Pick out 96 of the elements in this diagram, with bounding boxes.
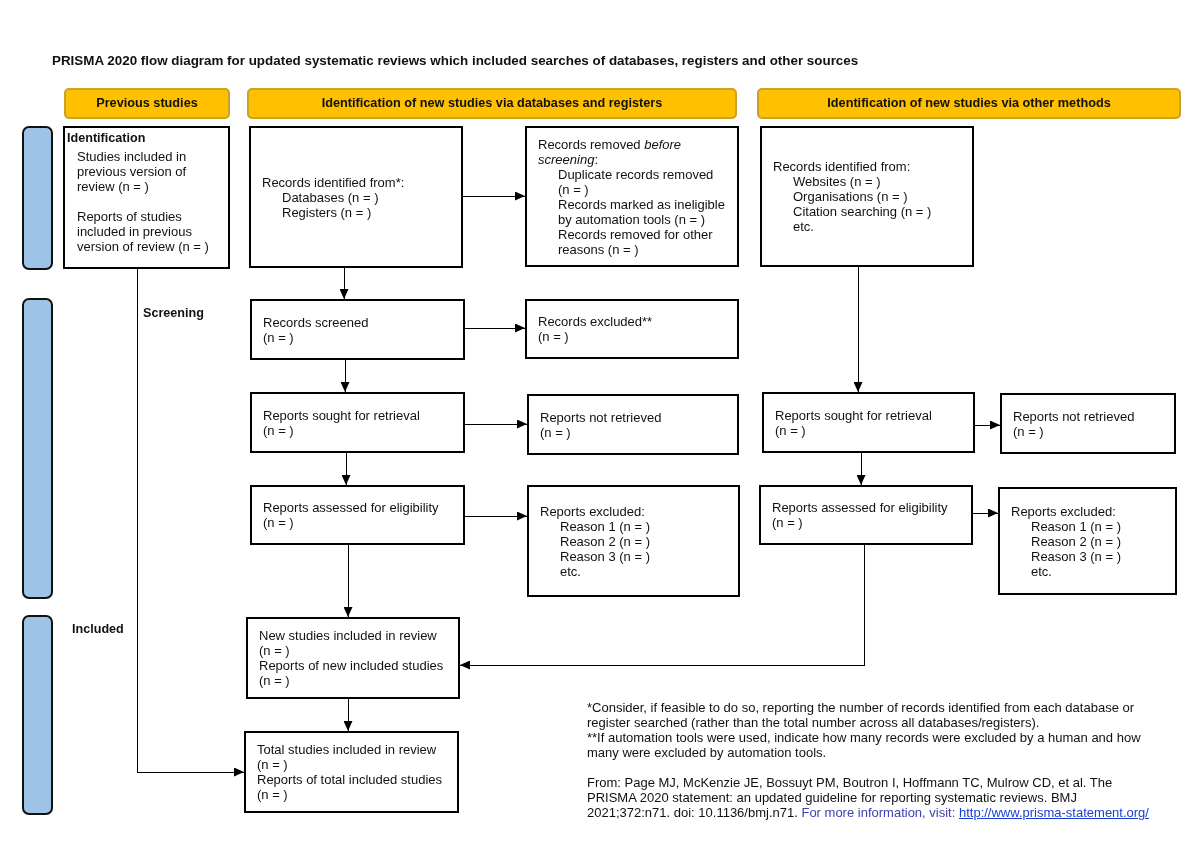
box-text: (n = ) [257, 757, 288, 772]
list-item: Reason 3 (n = ) [1031, 548, 1121, 564]
arrow [464, 419, 528, 429]
arrow [459, 544, 865, 670]
list-item: Records removed for other reasons (n = ) [558, 226, 714, 257]
process-box [249, 126, 463, 268]
arrow [462, 191, 526, 201]
process-box [759, 485, 973, 545]
header-text: Previous studies [96, 96, 198, 111]
arrow [136, 268, 245, 777]
citation-text: From: Page MJ, McKenzie JE, Bossuyt PM, Boutron I, Hoffmann TC, Mulrow CD, et al. The PRISMA 2020 statement: an updated guideline for reporting systematic reviews. BMJ 2021;372:n71. doi: 10.1136/bmj.n71. For more information, visit: http://www.prisma-statement.org/ [587, 775, 1150, 820]
list-item: etc. [1031, 563, 1052, 579]
arrow [972, 508, 999, 518]
process-box [1000, 393, 1176, 454]
list-item: Records marked as ineligible by automation tools (n = ) [558, 196, 726, 227]
process-box [762, 392, 975, 453]
box-text: Reports not retrieved [540, 409, 662, 425]
section-header [757, 88, 1181, 119]
header-text: Identification of new studies via databases and registers [321, 96, 663, 111]
list-item: Reason 1 (n = ) [1031, 518, 1121, 534]
process-box [527, 485, 740, 597]
phase-bar [22, 126, 53, 270]
arrow [464, 511, 528, 521]
box-text: (n = ) [259, 673, 290, 688]
box-text: (n = ) [772, 515, 803, 530]
footnote: *Consider, if feasible to do so, reporting the number of records identified from each database or register searched (rather than the total number across all databases/registers). [587, 700, 1136, 730]
phase-label: Included [72, 622, 124, 637]
box-text: New studies included in review [259, 628, 437, 643]
phase-bar [22, 615, 53, 815]
process-box [250, 299, 465, 360]
footnote: **If automation tools were used, indicate how many records were excluded by a human and how many were excluded by automation tools. [587, 730, 1142, 760]
box-text: Records identified from: [773, 159, 911, 174]
list-item: Duplicate records removed (n = ) [558, 166, 715, 197]
box-text: Reports sought for retrieval [775, 407, 932, 423]
box-text: (n = ) [263, 422, 294, 438]
list-item: Reason 1 (n = ) [560, 518, 650, 534]
list-item: etc. [560, 563, 581, 579]
list-item: Reason 2 (n = ) [560, 533, 650, 549]
process-box [250, 485, 465, 545]
box-text: Reports excluded: [1011, 503, 1116, 519]
process-box [998, 487, 1177, 595]
box-text: Reports assessed for eligibility [263, 500, 439, 515]
box-text: (n = ) [540, 424, 571, 440]
process-box [525, 299, 739, 359]
list-item: Organisations (n = ) [793, 189, 908, 204]
box-text: Reports of new included studies [259, 658, 444, 673]
process-box [527, 394, 739, 455]
arrow [974, 420, 1001, 430]
box-text: Reports of total included studies [257, 772, 442, 787]
arrow [340, 359, 350, 393]
list-item: Reason 2 (n = ) [1031, 533, 1121, 549]
box-text: (n = ) [263, 329, 294, 345]
arrow [343, 698, 353, 732]
section-header [247, 88, 737, 119]
box-text: (n = ) [257, 787, 288, 802]
diagram-title: PRISMA 2020 flow diagram for updated systematic reviews which included searches of databases, registers and other sources [52, 53, 859, 69]
box-text: Reports sought for retrieval [263, 407, 420, 423]
box-text: Records excluded** [538, 314, 653, 329]
arrow [341, 452, 351, 486]
phase-label: Identification [67, 131, 146, 146]
box-text: (n = ) [263, 515, 294, 530]
box-text: Reports of studies included in previous version of review (n = ) [77, 209, 210, 254]
process-box [246, 617, 460, 699]
box-text: Records removed before screening: [538, 136, 683, 167]
box-text: Total studies included in review [257, 742, 437, 757]
list-item: etc. [793, 219, 814, 234]
box-text: Reports assessed for eligibility [772, 500, 948, 515]
arrow [856, 452, 866, 486]
process-box [244, 731, 459, 813]
web-link: http://www.prisma-statement.org/ [958, 805, 1149, 820]
arrow [339, 267, 349, 300]
list-item: Registers (n = ) [282, 204, 372, 220]
box-text: Reports not retrieved [1013, 408, 1135, 424]
box-text: Records identified from*: [262, 174, 405, 190]
box-text: Records screened [263, 314, 369, 330]
box-text: Reports excluded: [540, 503, 645, 519]
phase-bar [22, 298, 53, 599]
list-item: Websites (n = ) [793, 174, 881, 189]
box-text: (n = ) [775, 422, 806, 438]
list-item: Databases (n = ) [282, 189, 379, 205]
phase-label: Screening [143, 306, 204, 321]
box-text: (n = ) [259, 643, 290, 658]
section-header [64, 88, 230, 119]
process-box [63, 126, 230, 269]
arrow [853, 266, 863, 393]
box-text: Studies included in previous version of review (n = ) [77, 149, 188, 194]
process-box [525, 126, 739, 267]
arrow [343, 544, 353, 618]
box-text: (n = ) [1013, 423, 1044, 439]
header-text: Identification of new studies via other methods [827, 96, 1111, 111]
list-item: Reason 3 (n = ) [560, 548, 650, 564]
arrow [464, 323, 526, 333]
process-box [250, 392, 465, 453]
process-box [760, 126, 974, 267]
box-text: (n = ) [538, 329, 569, 344]
list-item: Citation searching (n = ) [793, 204, 932, 219]
